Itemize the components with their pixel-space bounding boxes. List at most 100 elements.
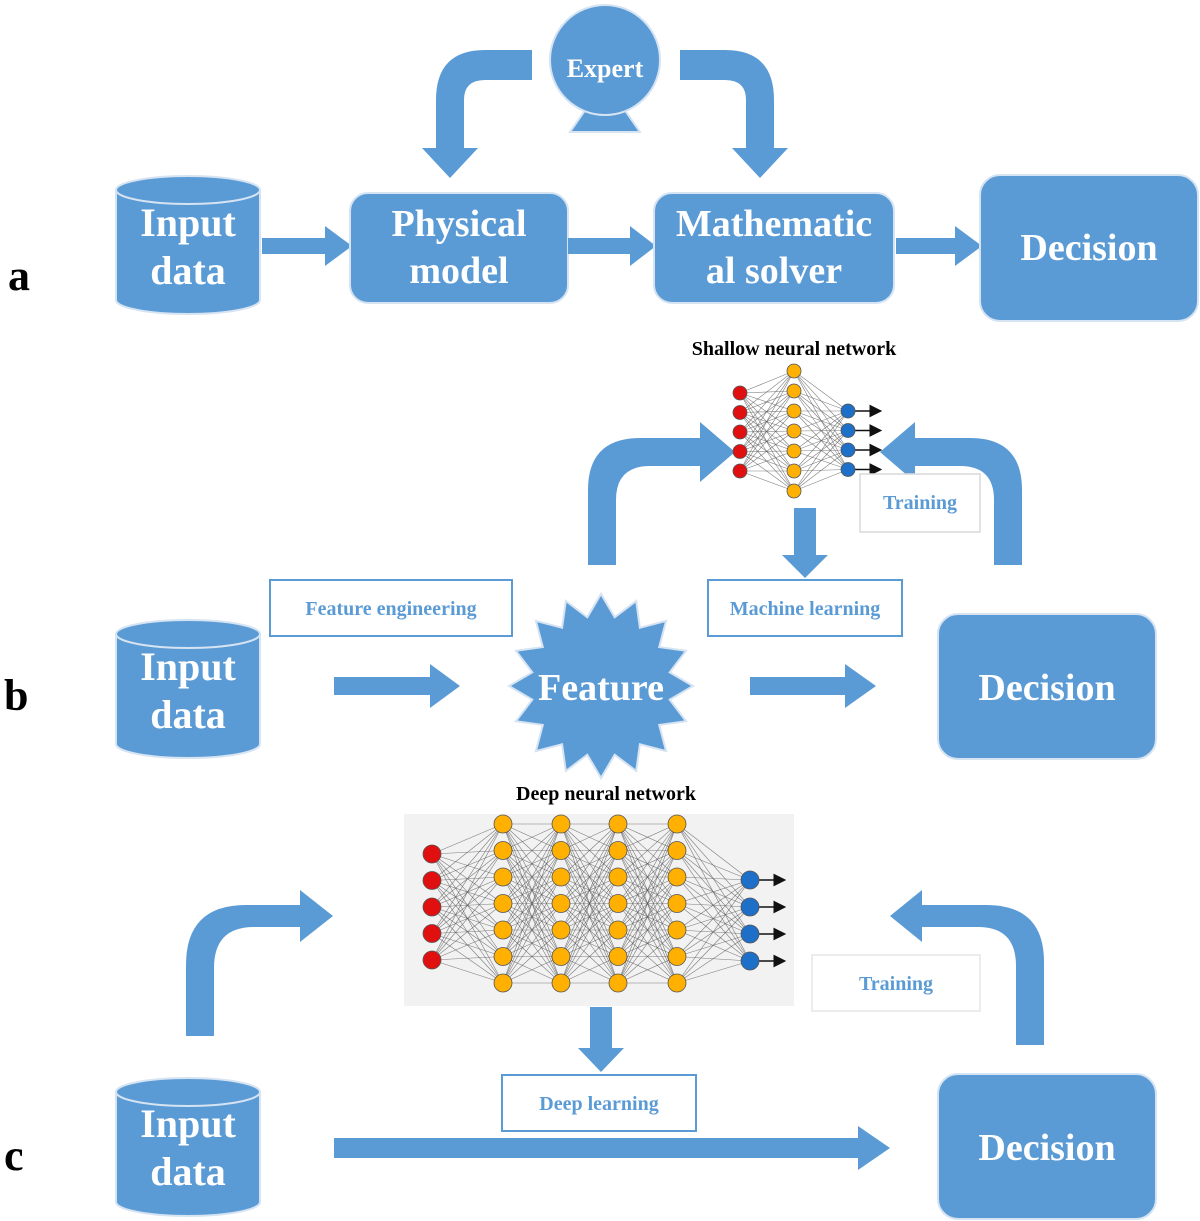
- deep-edge: [676, 879, 751, 904]
- shallow-output-node: [840, 423, 856, 438]
- deep-output-node: [740, 924, 760, 944]
- mathematical-solver-box: Mathematic al solver: [653, 192, 895, 304]
- deep-hidden-node: [551, 920, 571, 940]
- deep-edge: [560, 850, 619, 984]
- shallow-input-node: [732, 463, 748, 479]
- shallow-edge: [793, 370, 849, 412]
- deep-edge: [502, 823, 562, 984]
- deep-hidden-node: [551, 947, 571, 966]
- deep-hidden-node: [667, 894, 687, 913]
- deep-edge: [560, 823, 619, 904]
- input-to-feature-arrow: [334, 664, 460, 708]
- deep-edge: [502, 823, 562, 904]
- deep-edge: [617, 876, 678, 984]
- deep-hidden-node: [608, 867, 628, 887]
- shallow-edge: [793, 449, 849, 492]
- machine-learning-box: Machine learning: [707, 579, 903, 637]
- deep-edge: [617, 823, 678, 851]
- deep-hidden-node: [551, 814, 571, 834]
- deep-edge: [502, 956, 562, 984]
- deep-edge: [502, 823, 562, 851]
- deep-learning-box: Deep learning: [501, 1074, 697, 1132]
- deep-hidden-node: [667, 867, 687, 887]
- deep-edge: [676, 823, 751, 881]
- shallow-hidden-node: [786, 403, 802, 419]
- deep-hidden-node: [493, 841, 513, 860]
- expert-to-physical-arrow: [422, 50, 532, 178]
- deep-input-node: [422, 897, 442, 917]
- deep-learning-label: Deep learning: [539, 1093, 658, 1115]
- shallow-edge: [793, 390, 849, 412]
- shallow-hidden-node: [786, 443, 802, 459]
- deep-hidden-node: [551, 894, 571, 913]
- shallow-edge: [793, 410, 849, 452]
- input-data-label-b-line2: data: [150, 692, 226, 737]
- network-to-machine-learning-arrow: [782, 508, 828, 578]
- shallow-hidden-node: [786, 423, 802, 439]
- shallow-output-node: [840, 462, 856, 477]
- feature-to-decision-arrow: [750, 664, 876, 708]
- deep-edge: [502, 903, 562, 984]
- deep-hidden-node: [493, 867, 513, 887]
- deep-edge: [431, 823, 504, 908]
- panel-b: b Shallow neural network Training Machin…: [4, 338, 1157, 780]
- panel-a: a Expert Input data Physical model Mathe…: [8, 4, 1199, 322]
- deep-edge: [560, 903, 619, 984]
- deep-edge: [502, 823, 562, 931]
- deep-hidden-node: [608, 947, 628, 966]
- decision-label-b: Decision: [978, 667, 1115, 709]
- feature-star: Feature: [507, 592, 695, 780]
- deep-output-node: [740, 897, 760, 917]
- training-arrow-b: [880, 422, 1022, 565]
- deep-edge: [431, 850, 504, 961]
- deep-edge: [676, 906, 751, 984]
- deep-edge: [617, 929, 678, 984]
- shallow-input-node: [732, 444, 748, 459]
- deep-hidden-node: [493, 973, 513, 993]
- shallow-hidden-node: [786, 383, 802, 399]
- shallow-edge: [739, 410, 795, 472]
- deep-hidden-node: [667, 814, 687, 834]
- input-data-label-c-line1: Input: [140, 1101, 236, 1146]
- deep-hidden-node: [493, 947, 513, 966]
- deep-edge: [431, 876, 504, 961]
- network-to-deep-learning-arrow: [578, 1007, 624, 1072]
- feature-label: Feature: [538, 667, 664, 709]
- deep-edge: [676, 876, 751, 881]
- deep-edge: [617, 823, 678, 984]
- deep-edge: [676, 879, 751, 957]
- deep-edge: [431, 823, 504, 961]
- deep-edge: [560, 823, 619, 957]
- deep-edge: [617, 823, 678, 931]
- solver-to-decision-arrow: [896, 226, 982, 266]
- deep-hidden-node: [551, 867, 571, 887]
- deep-edge: [431, 823, 504, 855]
- shallow-edge: [793, 410, 849, 472]
- deep-edge: [431, 929, 504, 961]
- deep-edge: [560, 823, 619, 851]
- shallow-edge: [793, 410, 849, 492]
- deep-edge: [502, 823, 562, 957]
- deep-edge: [560, 823, 619, 984]
- shallow-edge: [739, 370, 795, 394]
- deep-neural-network: [422, 814, 787, 993]
- deep-edge: [560, 823, 619, 878]
- deep-input-node: [422, 871, 442, 890]
- input-data-cylinder-b: Input data: [115, 619, 261, 759]
- training-label-c: Training: [859, 973, 933, 995]
- deep-edge: [431, 823, 504, 934]
- shallow-network-title: Shallow neural network: [692, 338, 897, 360]
- deep-hidden-node: [493, 894, 513, 913]
- expert-label: Expert: [567, 54, 644, 83]
- deep-edge: [676, 850, 751, 881]
- shallow-edge: [739, 450, 795, 472]
- input-data-cylinder-c: Input data: [115, 1077, 261, 1217]
- shallow-output-node: [840, 403, 856, 419]
- physical-model-label-line2: model: [409, 250, 508, 292]
- shallow-input-node: [732, 385, 748, 401]
- shallow-edge: [793, 469, 849, 492]
- machine-learning-label: Machine learning: [730, 598, 881, 620]
- shallow-edge: [739, 370, 795, 413]
- shallow-input-node: [732, 405, 748, 420]
- shallow-hidden-node: [786, 363, 802, 379]
